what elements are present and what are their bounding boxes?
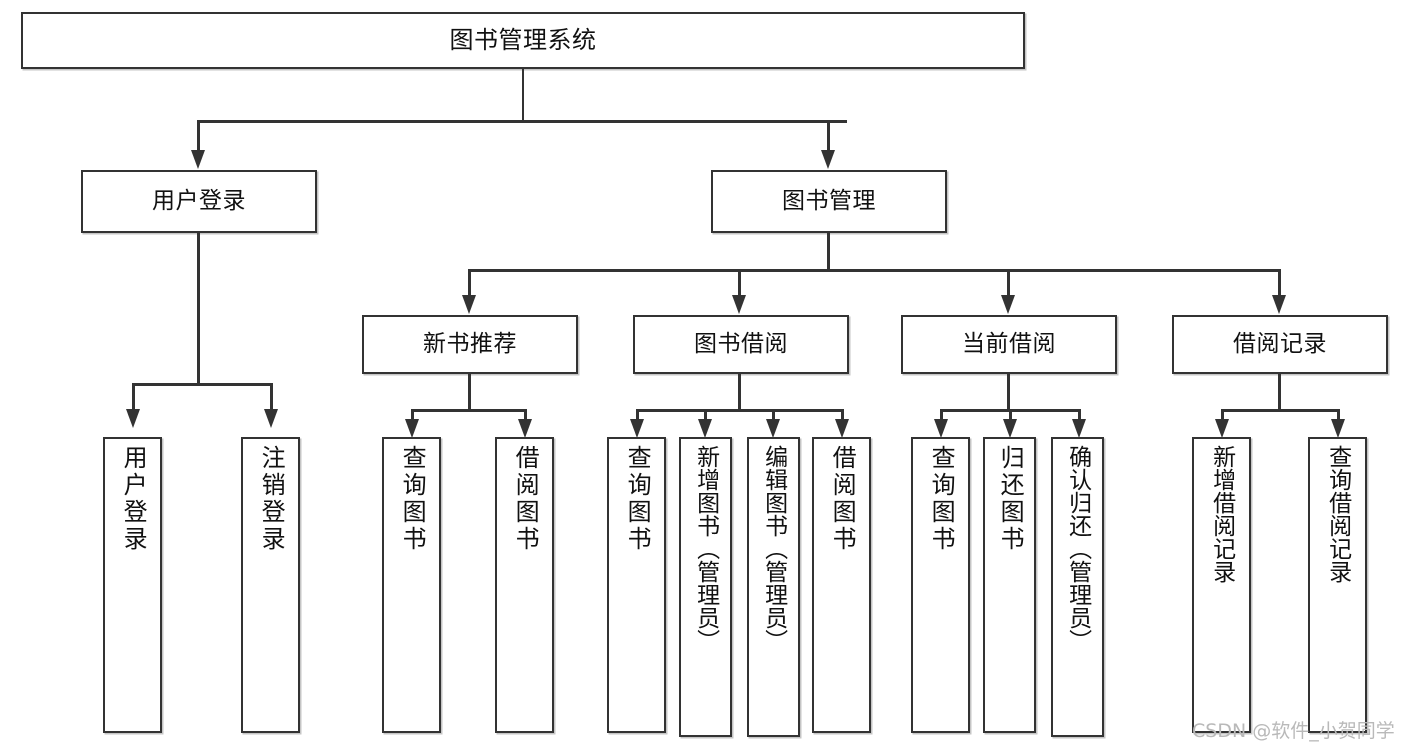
leaf-query-book-borrow[interactable]: 查询图书: [607, 437, 666, 733]
connector-br-child-1: [1221, 409, 1224, 423]
node-label: 新增借阅记录: [1208, 445, 1235, 583]
node-root-book-management-system[interactable]: 图书管理系统: [21, 12, 1025, 69]
arrowhead-book-borrow: [732, 295, 747, 314]
arrowhead-leaf-edit-book: [766, 419, 781, 438]
node-label: 注销登录: [257, 445, 286, 553]
connector-bm-child-3: [1007, 269, 1010, 297]
arrowhead-leaf-query-book-b: [630, 419, 645, 438]
connector-user-login-child-1: [132, 383, 135, 411]
arrowhead-leaf-add-record: [1215, 419, 1230, 438]
connector-root-to-book-management: [827, 120, 830, 152]
node-label: 查询图书: [623, 445, 652, 553]
node-label: 新书推荐: [423, 331, 517, 358]
node-label: 借阅图书: [511, 445, 540, 553]
connector-bb-child-4: [841, 409, 844, 423]
arrowhead-leaf-query-book-a: [405, 419, 420, 438]
node-label: 图书借阅: [694, 331, 788, 358]
leaf-query-book-current[interactable]: 查询图书: [911, 437, 970, 733]
connector-bb-child-3: [772, 409, 775, 423]
connector-cb-child-1: [940, 409, 943, 423]
node-label: 图书管理系统: [449, 25, 597, 54]
connector-user-login-bus: [132, 383, 272, 386]
arrowhead-leaf-add-book: [698, 419, 713, 438]
arrowhead-borrow-record: [1272, 295, 1287, 314]
node-book-borrow[interactable]: 图书借阅: [633, 315, 849, 374]
connector-cb-child-3: [1078, 409, 1081, 423]
node-label: 借阅图书: [828, 445, 857, 553]
connector-bm-child-2: [738, 269, 741, 297]
connector-new-book-recommend-stem: [468, 374, 471, 410]
connector-book-management-stem: [827, 233, 830, 270]
arrowhead-leaf-return-book: [1003, 419, 1018, 438]
leaf-edit-book-admin[interactable]: 编辑图书（管理员）: [747, 437, 800, 737]
node-label: 用户登录: [119, 445, 148, 553]
connector-br-child-2: [1337, 409, 1340, 423]
arrowhead-current-borrow: [1001, 295, 1016, 314]
connector-borrow-record-stem: [1278, 374, 1281, 410]
connector-bb-child-1: [636, 409, 639, 423]
connector-root-stem: [521, 69, 524, 121]
connector-root-to-user-login: [197, 120, 200, 152]
arrowhead-user-login: [191, 150, 206, 169]
node-label: 新增图书（管理员）: [692, 445, 719, 652]
leaf-borrow-book-recommend[interactable]: 借阅图书: [495, 437, 554, 733]
arrowhead-leaf-query-record: [1331, 419, 1346, 438]
node-label: 归还图书: [996, 445, 1025, 553]
connector-bb-child-2: [704, 409, 707, 423]
connector-book-management-bus: [468, 269, 1280, 272]
node-label: 借阅记录: [1233, 331, 1327, 358]
connector-book-borrow-bus: [636, 409, 844, 412]
connector-bm-child-1: [468, 269, 471, 297]
arrowhead-leaf-query-book-c: [934, 419, 949, 438]
leaf-user-login[interactable]: 用户登录: [103, 437, 162, 733]
connector-book-borrow-stem: [738, 374, 741, 410]
leaf-query-borrow-record[interactable]: 查询借阅记录: [1308, 437, 1367, 733]
connector-user-login-child-2: [270, 383, 273, 411]
node-user-login[interactable]: 用户登录: [81, 170, 317, 233]
node-label: 图书管理: [782, 188, 876, 215]
connector-bm-child-4: [1278, 269, 1281, 297]
node-label: 查询图书: [398, 445, 427, 553]
leaf-logout[interactable]: 注销登录: [241, 437, 300, 733]
arrowhead-leaf-user-login: [126, 409, 141, 428]
leaf-query-book-recommend[interactable]: 查询图书: [382, 437, 441, 733]
arrowhead-leaf-borrow-book-a: [518, 419, 533, 438]
node-current-borrow[interactable]: 当前借阅: [901, 315, 1117, 374]
csdn-watermark: CSDN @软件_小贺同学: [1192, 720, 1395, 742]
leaf-borrow-book[interactable]: 借阅图书: [812, 437, 871, 733]
connector-root-bus: [197, 120, 847, 123]
arrowhead-leaf-borrow-book-b: [835, 419, 850, 438]
arrowhead-book-management: [821, 150, 836, 169]
connector-nbr-child-1: [411, 409, 414, 423]
node-new-book-recommend[interactable]: 新书推荐: [362, 315, 578, 374]
node-label: 查询图书: [927, 445, 956, 553]
node-label: 确认归还（管理员）: [1064, 445, 1091, 652]
leaf-add-book-admin[interactable]: 新增图书（管理员）: [679, 437, 732, 737]
leaf-add-borrow-record[interactable]: 新增借阅记录: [1192, 437, 1251, 733]
node-label: 用户登录: [152, 188, 246, 215]
connector-cb-child-2: [1009, 409, 1012, 423]
node-label: 查询借阅记录: [1324, 445, 1351, 583]
leaf-return-book[interactable]: 归还图书: [983, 437, 1036, 733]
node-borrow-record[interactable]: 借阅记录: [1172, 315, 1388, 374]
node-book-management[interactable]: 图书管理: [711, 170, 947, 233]
leaf-confirm-return-admin[interactable]: 确认归还（管理员）: [1051, 437, 1104, 737]
node-label: 当前借阅: [962, 331, 1056, 358]
arrowhead-leaf-confirm-return: [1072, 419, 1087, 438]
connector-user-login-stem: [197, 233, 200, 384]
connector-current-borrow-stem: [1007, 374, 1010, 410]
node-label: 编辑图书（管理员）: [760, 445, 787, 652]
connector-nbr-child-2: [524, 409, 527, 423]
connector-borrow-record-bus: [1221, 409, 1340, 412]
connector-new-book-recommend-bus: [411, 409, 527, 412]
arrowhead-leaf-logout: [264, 409, 279, 428]
arrowhead-new-book-recommend: [462, 295, 477, 314]
